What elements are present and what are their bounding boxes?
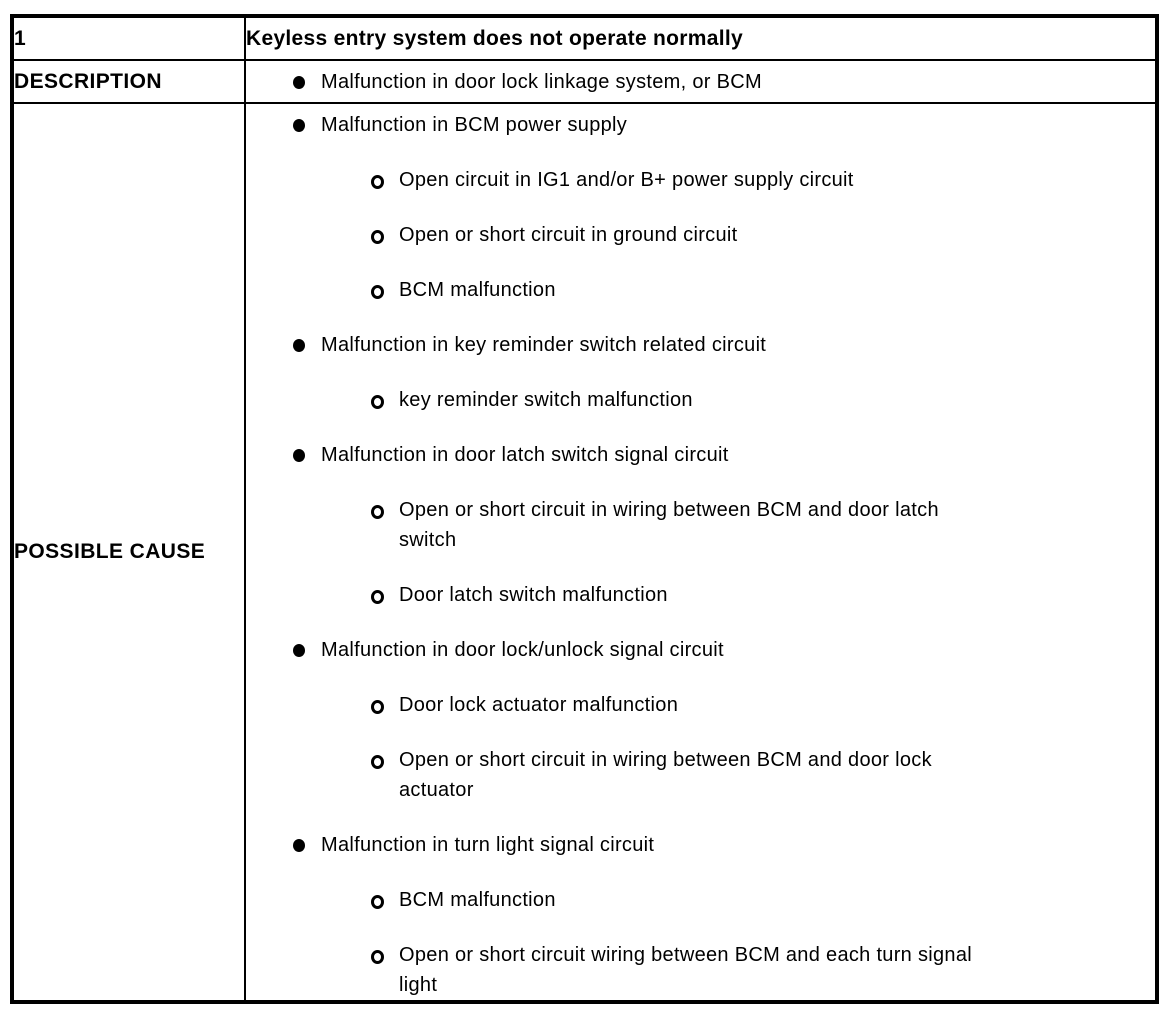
list-item-text: Open or short circuit in wiring between … [399, 749, 932, 801]
problem-number: 1 [11, 15, 246, 61]
diagnostic-table: 1 Keyless entry system does not operate … [10, 14, 1159, 1004]
list-item-text: key reminder switch malfunction [399, 389, 693, 411]
list-item-text: Malfunction in BCM power supply [321, 114, 628, 136]
list-item: Malfunction in key reminder switch relat… [246, 330, 1155, 360]
list-item-text: BCM malfunction [399, 889, 556, 911]
description-list: Malfunction in door lock linkage system,… [246, 67, 1155, 97]
open-bullet-icon [371, 395, 384, 409]
open-bullet-icon [371, 505, 384, 519]
possible-cause-row: POSSIBLE CAUSE Malfunction in BCM power … [11, 102, 1158, 1003]
list-item: Malfunction in door lock linkage system,… [246, 67, 1155, 97]
list-item-text: Open or short circuit wiring between BCM… [399, 944, 973, 996]
description-content-cell: Malfunction in door lock linkage system,… [244, 59, 1158, 104]
open-bullet-icon [371, 895, 384, 909]
description-label: DESCRIPTION [11, 59, 246, 104]
list-item-text: Malfunction in door lock/unlock signal c… [321, 639, 724, 661]
description-row: DESCRIPTION Malfunction in door lock lin… [11, 59, 1158, 104]
list-item-text: Open or short circuit in ground circuit [399, 224, 738, 246]
list-item: Malfunction in turn light signal circuit [246, 830, 1155, 860]
list-item: Malfunction in door lock/unlock signal c… [246, 635, 1155, 665]
list-item: Malfunction in door latch switch signal … [246, 440, 1155, 470]
filled-bullet-icon [293, 839, 305, 852]
list-item: key reminder switch malfunction [246, 385, 1155, 415]
open-bullet-icon [371, 230, 384, 244]
list-item: Open or short circuit wiring between BCM… [246, 940, 1155, 1000]
open-bullet-icon [371, 950, 384, 964]
list-item: Door latch switch malfunction [246, 580, 1155, 610]
open-bullet-icon [371, 590, 384, 604]
list-item: Door lock actuator malfunction [246, 690, 1155, 720]
list-item-text: Open or short circuit in wiring between … [399, 499, 939, 551]
list-item: Open or short circuit in ground circuit [246, 220, 1155, 250]
open-bullet-icon [371, 700, 384, 714]
table-header-row: 1 Keyless entry system does not operate … [11, 15, 1158, 61]
filled-bullet-icon [293, 75, 305, 89]
filled-bullet-icon [293, 644, 305, 657]
list-item-text: Malfunction in turn light signal circuit [321, 834, 655, 856]
open-bullet-icon [371, 755, 384, 769]
list-item: Malfunction in BCM power supply [246, 110, 1155, 140]
list-item: Open or short circuit in wiring between … [246, 745, 1155, 805]
list-item-text: Door latch switch malfunction [399, 584, 668, 606]
list-item-text: Malfunction in door latch switch signal … [321, 444, 729, 466]
possible-cause-label: POSSIBLE CAUSE [11, 102, 246, 1003]
list-item-text: Malfunction in door lock linkage system,… [321, 70, 762, 93]
filled-bullet-icon [293, 449, 305, 462]
list-item: BCM malfunction [246, 275, 1155, 305]
list-item: Open circuit in IG1 and/or B+ power supp… [246, 165, 1155, 195]
list-item: Open or short circuit in wiring between … [246, 495, 1155, 555]
open-bullet-icon [371, 175, 384, 189]
list-item-text: Malfunction in key reminder switch relat… [321, 334, 767, 356]
open-bullet-icon [371, 285, 384, 299]
problem-title: Keyless entry system does not operate no… [244, 15, 1158, 61]
filled-bullet-icon [293, 339, 305, 352]
list-item-text: BCM malfunction [399, 279, 556, 301]
filled-bullet-icon [293, 119, 305, 132]
list-item-text: Open circuit in IG1 and/or B+ power supp… [399, 169, 854, 191]
list-item: BCM malfunction [246, 885, 1155, 915]
list-item-text: Door lock actuator malfunction [399, 694, 679, 716]
